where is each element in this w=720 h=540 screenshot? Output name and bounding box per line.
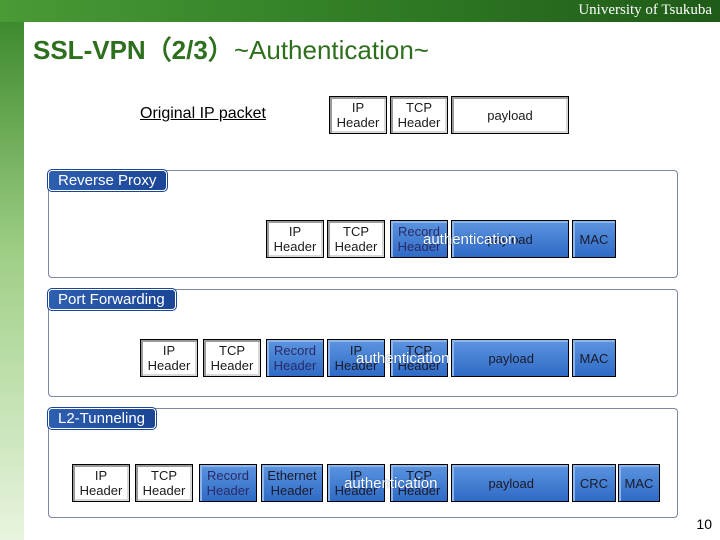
- l2-ethernet-header: Ethernet Header: [261, 464, 323, 502]
- l2-tcp-header: TCP Header: [135, 464, 193, 502]
- reverse-proxy-tag: Reverse Proxy: [46, 169, 169, 192]
- rp-ip-header: IP Header: [266, 220, 324, 258]
- original-tcp-header: TCP Header: [390, 96, 448, 134]
- title-sub: ~Authentication~: [233, 35, 429, 65]
- slide-title: SSL-VPN（2/3）~Authentication~: [33, 30, 429, 67]
- l2-mac: MAC: [618, 464, 660, 502]
- top-banner: University of Tsukuba: [0, 0, 720, 22]
- pf-mac: MAC: [572, 339, 616, 377]
- l2-tunneling-tag: L2-Tunneling: [46, 407, 158, 430]
- l2-record-header: Record Header: [199, 464, 257, 502]
- l2-payload: payload: [451, 464, 569, 502]
- l2-inner-tcp-header: TCP Header: [390, 464, 448, 502]
- l2-ip-header: IP Header: [72, 464, 130, 502]
- original-payload: payload: [451, 96, 569, 134]
- l2-authentication-text: authentication: [344, 475, 438, 492]
- port-forwarding-tag: Port Forwarding: [47, 288, 177, 311]
- pf-payload: payload: [451, 339, 569, 377]
- rp-mac: MAC: [572, 220, 616, 258]
- l2-crc: CRC: [572, 464, 616, 502]
- original-ip-header: IP Header: [329, 96, 387, 134]
- pf-record-header: Record Header: [266, 339, 324, 377]
- pf-tcp-header: TCP Header: [203, 339, 261, 377]
- rp-record-header: Record Header: [390, 220, 448, 258]
- title-main: SSL-VPN（2/3）: [33, 35, 234, 65]
- pf-authentication-text: authentication: [356, 350, 450, 367]
- pf-inner-ip-header: IP Header: [327, 339, 385, 377]
- rp-authentication-text: authentication: [423, 231, 517, 248]
- rp-payload: payload: [451, 220, 569, 258]
- page-number: 10: [696, 516, 712, 532]
- l2-inner-ip-header: IP Header: [327, 464, 385, 502]
- pf-inner-tcp-header: TCP Header: [390, 339, 448, 377]
- pf-ip-header: IP Header: [140, 339, 198, 377]
- university-name: University of Tsukuba: [578, 2, 712, 18]
- rp-tcp-header: TCP Header: [327, 220, 385, 258]
- left-sidebar: [0, 22, 24, 540]
- original-packet-label: Original IP packet: [140, 105, 266, 122]
